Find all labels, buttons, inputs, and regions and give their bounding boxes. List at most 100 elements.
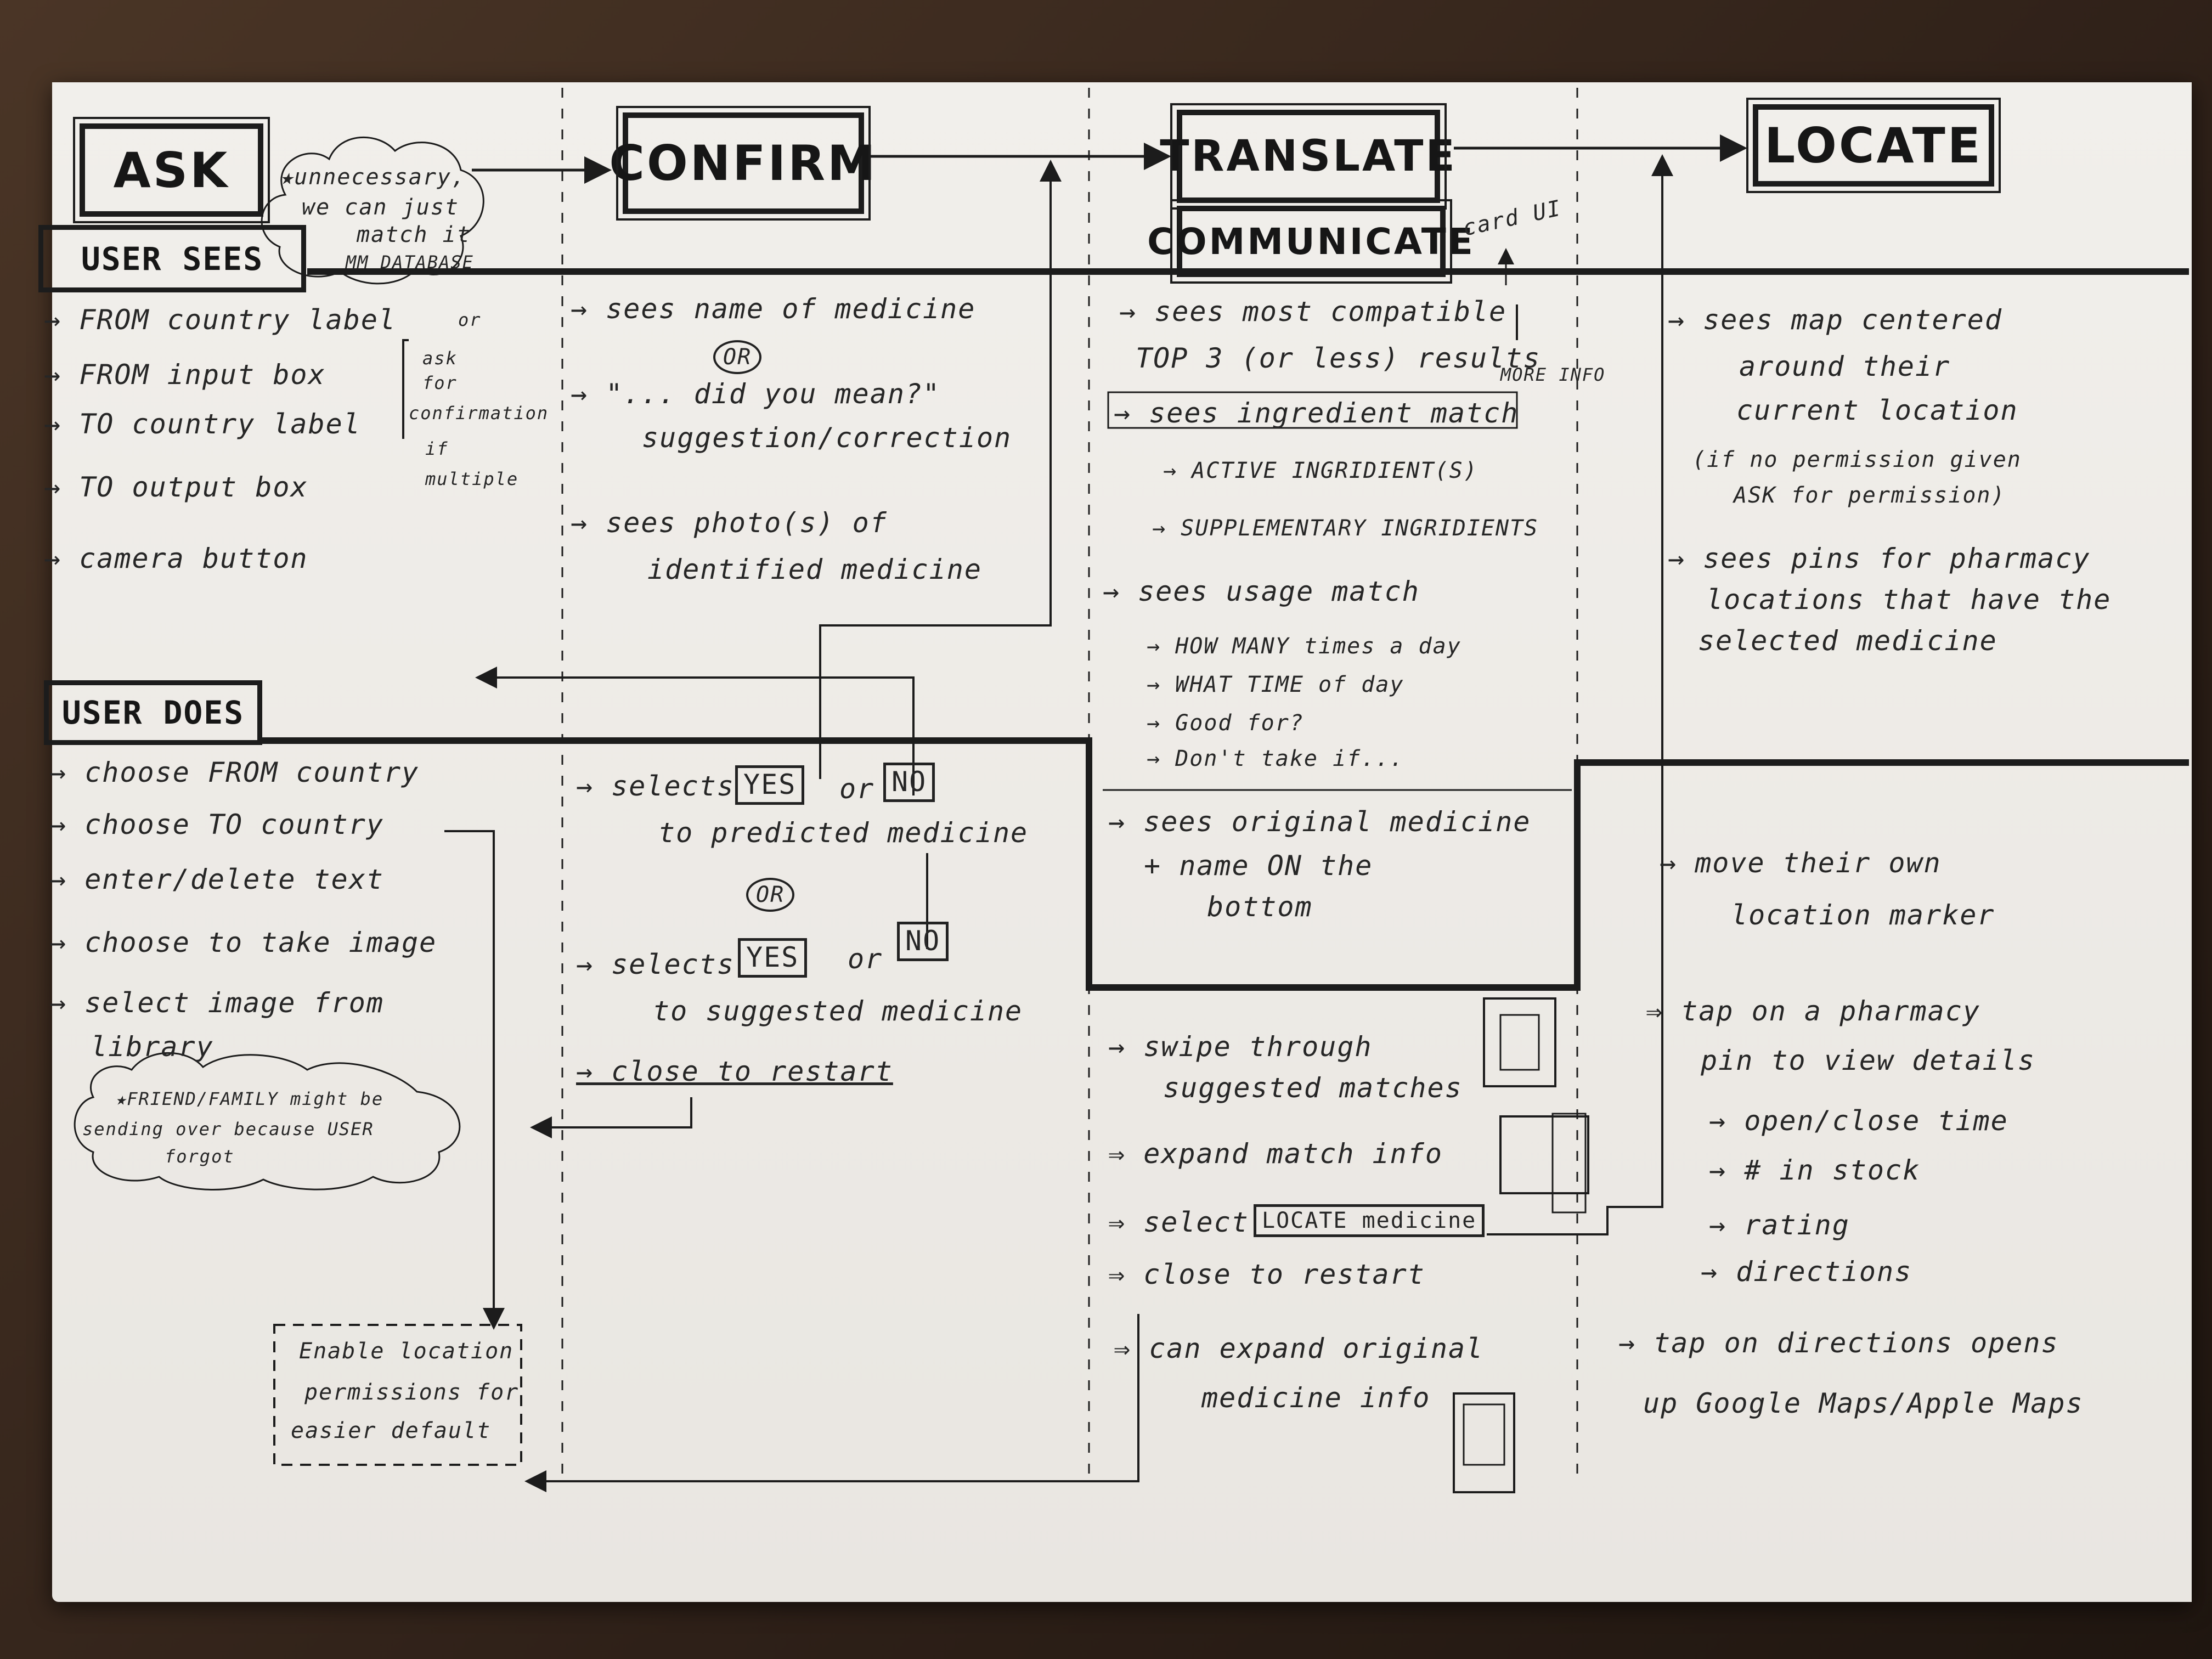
ask-does-5: library [91,1031,214,1063]
confirm-does-suggested: to suggested medicine [653,995,1023,1027]
enable-location-0: Enable location [299,1339,514,1364]
confirm-sees-5: identified medicine [647,554,982,585]
translate-sees-8: → Good for? [1147,710,1304,736]
translate-sees-10: → sees original medicine [1108,806,1531,838]
translate-sees-3: → ACTIVE INGRIDIENT(S) [1163,458,1478,483]
confirm-yes-suggested: YES [738,938,808,978]
loop-no-back [475,667,915,795]
ask-sees-2: → TO country label [44,408,361,440]
phone-sketch-2 [1499,1115,1589,1194]
cloud-friend-text-1: sending over because USER [82,1119,374,1139]
locate-sees-6: locations that have the [1706,584,2112,616]
translate-sees-5: → sees usage match [1103,575,1420,607]
locate-does-4: → open/close time [1709,1105,2008,1137]
translate-sees-0: → sees most compatible [1119,296,1507,328]
loop-close-restart [530,1097,692,1138]
ask-does-2: → enter/delete text [49,864,384,895]
locate-sees-4: ASK for permission) [1734,483,2006,508]
cloud-database [261,136,484,285]
locate-does-5: → # in stock [1709,1154,1921,1186]
confirm-no-suggested: NO [897,922,949,961]
ask-bracket-0: or [458,309,482,330]
cloud-database-text-0: ★unnecessary, [280,165,466,190]
ask-bracket-5: multiple [425,469,519,489]
phone-sketch-3 [1453,1392,1515,1493]
locate-does-7: → directions [1701,1256,1912,1288]
loop-translate-restart [524,1314,1139,1492]
confirm-no-predicted: NO [883,763,935,802]
translate-does-swipe-0: → swipe through [1108,1031,1373,1063]
row-label-user-sees: USER SEES [38,225,306,292]
ask-bracket-3: confirmation [409,403,549,424]
paper-sheet [52,82,2192,1602]
ask-sees-4: → camera button [44,543,308,574]
stage-confirm: CONFIRM [609,106,876,221]
cloud-database-text-3: MM DATABASE [346,252,474,273]
locate-sees-5: → sees pins for pharmacy [1668,543,2091,574]
locate-sees-3: (if no permission given [1692,447,2022,472]
cloud-friend-text-0: ★FRIEND/FAMILY might be [115,1088,384,1109]
translate-sees-12: bottom [1207,891,1313,923]
translate-does-select: ⇒ select [1108,1206,1249,1238]
locate-medicine-button: LOCATE medicine [1254,1204,1485,1237]
row-label-user-does: USER DOES [44,680,262,745]
loop-locate [1487,154,1673,1235]
stage-communicate: COMMUNICATE [1147,199,1473,284]
locate-sees-2: current location [1736,394,2018,426]
ask-sees-1: → FROM input box [44,359,326,391]
confirm-sees-0: → sees name of medicine [571,293,976,325]
enable-location-box [273,1324,522,1466]
confirm-yes-predicted: YES [735,765,805,805]
locate-sees-0: → sees map centered [1668,304,2002,336]
translate-does-can-expand-0: ⇒ can expand original [1114,1333,1484,1364]
ask-does-0: → choose FROM country [49,757,420,788]
enable-location-1: permissions for [304,1380,520,1405]
confirm-does-or-circle: OR [746,878,795,912]
locate-sees-7: selected medicine [1698,625,1997,657]
translate-does-expand: ⇒ expand match info [1108,1138,1443,1170]
confirm-sees-or: OR [713,340,762,374]
translate-does-swipe-1: suggested matches [1163,1072,1463,1104]
translate-sees-7: → WHAT TIME of day [1147,672,1404,697]
confirm-does-select-1: → selects [576,770,735,802]
locate-does-9: up Google Maps/Apple Maps [1643,1387,2084,1419]
confirm-or-word-2: or [848,943,883,975]
enable-location-2: easier default [291,1418,492,1443]
ask-sees-3: → TO output box [44,471,308,503]
confirm-sees-3: suggestion/correction [642,422,1012,454]
confirm-sees-4: → sees photo(s) of [571,507,888,539]
ask-bracket-1: ask [422,348,458,369]
confirm-does-select-2: → selects [576,949,735,980]
translate-sees-6: → HOW MANY times a day [1147,634,1462,659]
ask-sees-0: → FROM country label [44,304,397,336]
ask-does-3: → choose to take image [49,927,437,958]
locate-does-8: → tap on directions opens [1618,1327,2059,1359]
ask-does-1: → choose TO country [49,809,384,840]
ask-bracket-4: if [425,438,449,459]
locate-does-1: location marker [1731,899,1995,931]
locate-does-0: → move their own [1660,847,1942,879]
cloud-friend-text-2: forgot [165,1146,235,1167]
loop-yes-translate [819,160,1062,779]
translate-sees-9: → Don't take if... [1147,746,1404,771]
confirm-or-word-1: or [839,773,875,805]
confirm-does-predicted: to predicted medicine [658,817,1029,849]
stage-translate: TRANSLATE [1160,103,1455,210]
cloud-friend [74,1052,461,1190]
translate-sees-2: → sees ingredient match [1114,397,1519,429]
stage-locate: LOCATE [1746,98,2001,193]
locate-does-2: ⇒ tap on a pharmacy [1646,995,1980,1027]
ask-does-4: → select image from [49,987,384,1019]
translate-sees-4: → SUPPLEMENTARY INGRIDIENTS [1152,516,1539,541]
translate-sees-1: TOP 3 (or less) results [1136,342,1541,374]
locate-sees-1: around their [1739,351,1951,382]
locate-does-6: → rating [1709,1209,1850,1241]
confirm-does-close: → close to restart [576,1056,893,1087]
cloud-database-text-1: we can just [302,195,459,220]
user-does-bar [258,737,2189,991]
phone-sketch-1 [1483,997,1556,1087]
arrow-to-enable [444,830,505,1330]
confirm-sees-2: → "... did you mean?" [571,378,941,410]
translate-sees-11: + name ON the [1144,850,1373,882]
